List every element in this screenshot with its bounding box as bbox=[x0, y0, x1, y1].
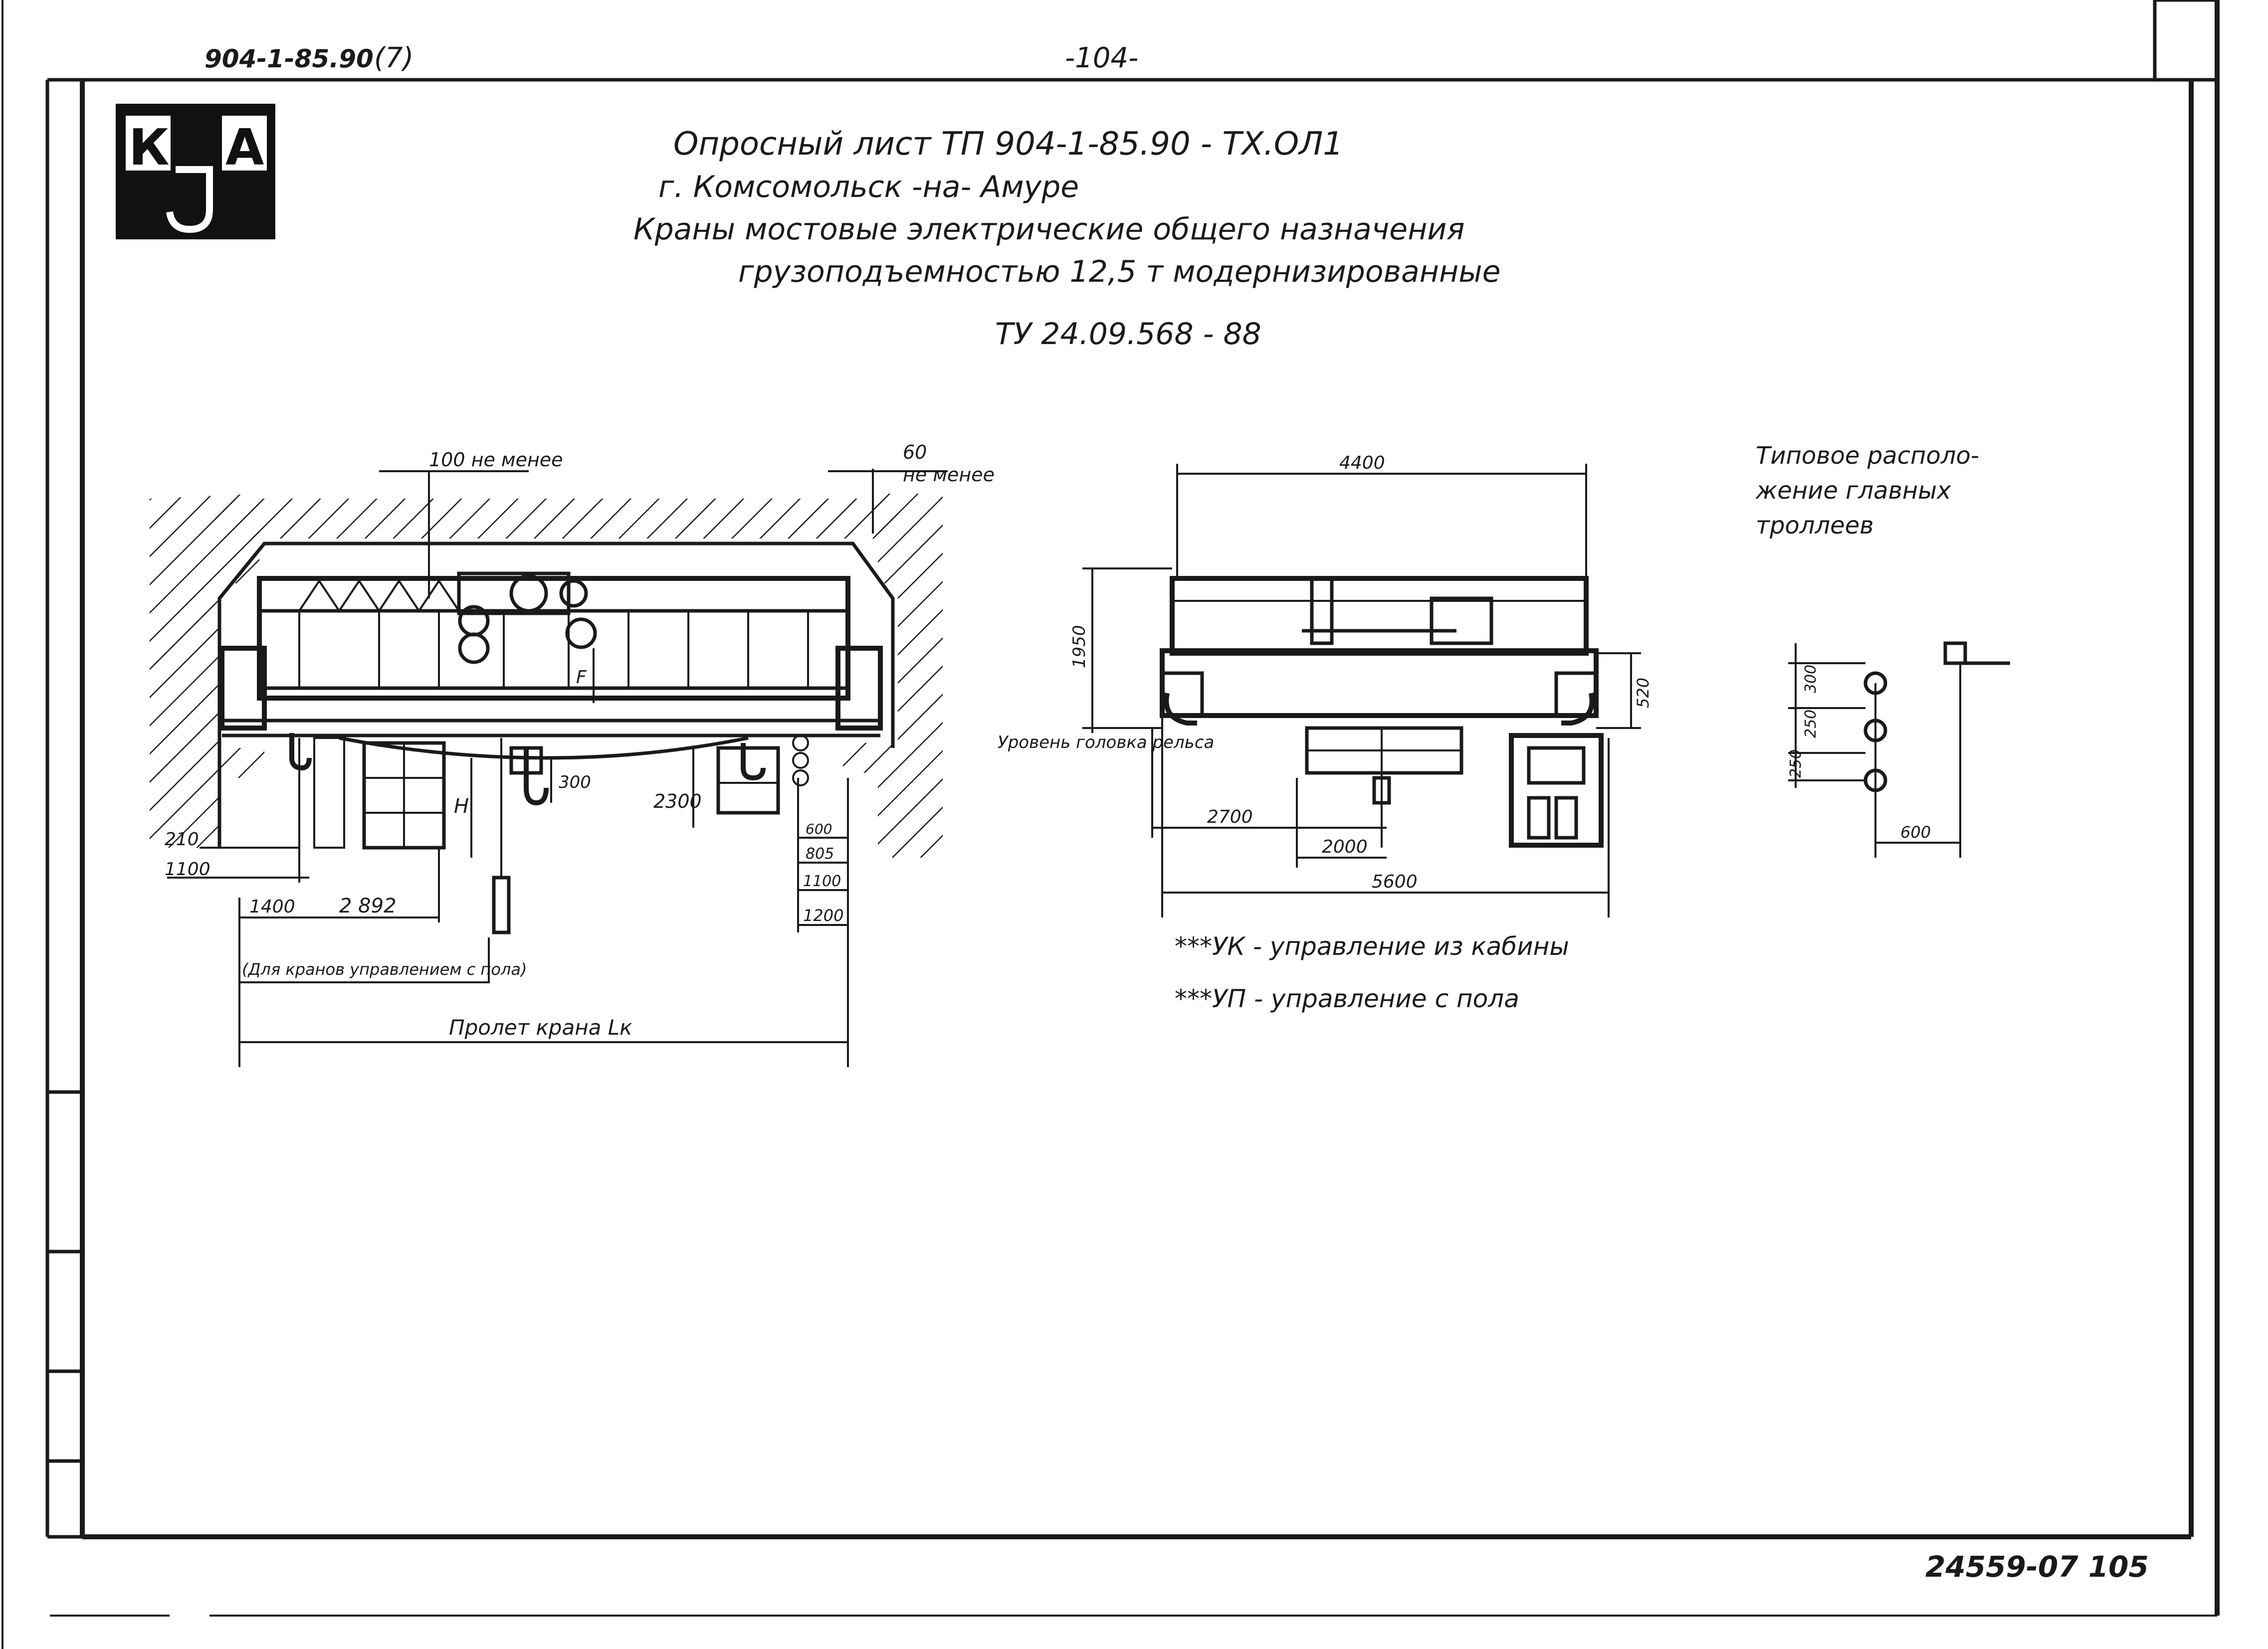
dim-805: 805 bbox=[806, 845, 834, 863]
legend-floor-control: ***УП - управление с пола bbox=[1175, 984, 1519, 1013]
dim-100-min: 100 не менее bbox=[429, 449, 563, 471]
doc-code: 904-1-85.90 bbox=[205, 44, 374, 73]
trolley-dim-250-b: 250 bbox=[1787, 749, 1805, 778]
dim-h: H bbox=[454, 795, 469, 818]
title-block: Опросный лист ТП 904-1-85.90 - ТХ.ОЛ1 г.… bbox=[633, 126, 1500, 352]
title-line-4: грузоподъемностью 12,5 т модернизированн… bbox=[738, 254, 1500, 289]
dim-2700: 2700 bbox=[1207, 807, 1253, 827]
dim-1100-left: 1100 bbox=[165, 859, 210, 880]
trolley-caption-line-3: троллеев bbox=[1756, 512, 1874, 540]
front-view-drawing bbox=[150, 469, 948, 1067]
dim-1950: 1950 bbox=[1069, 625, 1089, 668]
sheet-index: (7) bbox=[374, 42, 413, 74]
dim-210: 210 bbox=[165, 829, 199, 850]
wall-hatch-top bbox=[214, 499, 898, 539]
dim-1100-right: 1100 bbox=[803, 873, 841, 890]
dim-4400: 4400 bbox=[1339, 453, 1385, 473]
dim-2000: 2000 bbox=[1322, 837, 1368, 857]
dim-60-min: не менее bbox=[903, 464, 995, 486]
dim-f: F bbox=[576, 667, 587, 688]
legend-cabin-control: ***УК - управление из кабины bbox=[1175, 932, 1569, 961]
svg-text:А: А bbox=[225, 118, 264, 177]
dim-1200: 1200 bbox=[803, 906, 843, 925]
trolley-dim-600: 600 bbox=[1900, 823, 1931, 842]
rail-level-label: Уровень головка рельса bbox=[998, 733, 1214, 752]
title-line-5: ТУ 24.09.568 - 88 bbox=[995, 317, 1261, 352]
side-view-drawing bbox=[1082, 464, 1641, 917]
title-line-1: Опросный лист ТП 904-1-85.90 - ТХ.ОЛ1 bbox=[673, 126, 1343, 163]
wall-hatch-left bbox=[150, 494, 264, 848]
dim-1400: 1400 bbox=[249, 897, 295, 917]
trolley-dim-250-a: 250 bbox=[1802, 710, 1820, 738]
logo-kau: К А bbox=[116, 104, 275, 239]
title-line-3: Краны мостовые электрические общего назн… bbox=[633, 212, 1465, 247]
note-floor-control: (Для кранов управлением с пола) bbox=[242, 960, 527, 979]
trolley-caption-line-2: жение главных bbox=[1755, 477, 1951, 505]
footer-stamp: 24559-07 105 bbox=[1925, 1550, 2149, 1584]
title-line-2: г. Комсомольск -на- Амуре bbox=[658, 170, 1079, 204]
sheet-frame bbox=[1, 0, 2220, 1649]
dim-2300: 2300 bbox=[653, 790, 702, 812]
span-label: Пролет крана Lк bbox=[449, 1015, 632, 1040]
dim-2892: 2 892 bbox=[339, 895, 397, 917]
trolley-caption-line-1: Типовое располо- bbox=[1756, 442, 1979, 470]
trolley-layout-drawing bbox=[1788, 641, 2010, 858]
page-number: -104- bbox=[1065, 42, 1138, 74]
dim-60: 60 bbox=[903, 441, 927, 463]
dim-5600: 5600 bbox=[1372, 872, 1418, 892]
wall-hatch-right bbox=[843, 494, 943, 858]
dim-300: 300 bbox=[559, 772, 591, 792]
trolley-dim-300: 300 bbox=[1802, 665, 1820, 693]
svg-text:К: К bbox=[129, 118, 170, 177]
dim-600: 600 bbox=[806, 821, 832, 837]
dim-520: 520 bbox=[1634, 678, 1652, 708]
